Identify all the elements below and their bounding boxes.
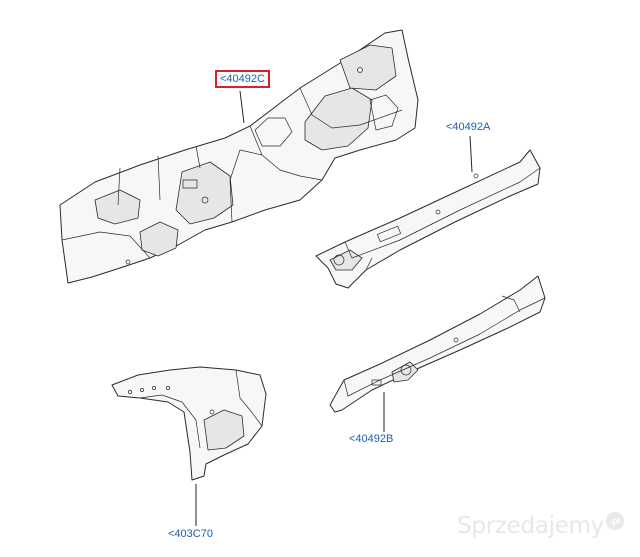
watermark-badge: .pl [606, 512, 624, 530]
watermark-text: Sprzedajemy [457, 513, 604, 539]
watermark: Sprzedajemy .pl [457, 512, 624, 539]
part-callout-403c70[interactable]: <403C70 [168, 528, 213, 540]
floor-pan-assembly [59, 29, 419, 284]
part-callout-40492c[interactable]: <40492C [215, 70, 270, 88]
part-callout-40492a[interactable]: <40492A [446, 121, 491, 133]
corner-bracket [111, 366, 267, 481]
lower-right-rail [329, 275, 546, 413]
leader-line-40492c [239, 90, 245, 124]
upper-right-rail [315, 149, 541, 289]
part-callout-40492b[interactable]: <40492B [349, 433, 394, 445]
leader-line-40492a [469, 135, 473, 173]
